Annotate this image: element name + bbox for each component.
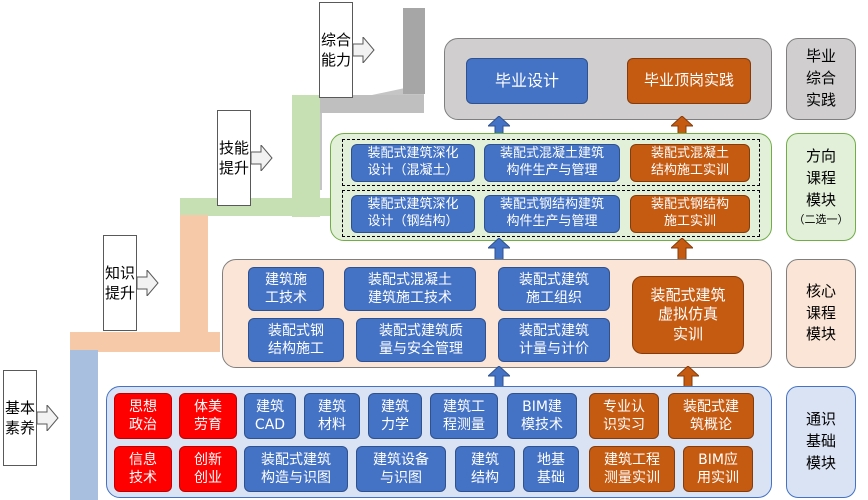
graduation-design-box: 毕业设计 [466,58,588,104]
direction-course-box: 装配式建筑深化 设计（混凝土） [351,144,475,182]
core-course-box: 装配式混凝土 建筑施工技术 [344,267,476,311]
general-course-box: 建筑 结构 [455,446,515,492]
core-course-box: 装配式建筑 施工组织 [498,267,610,311]
arrow-right-icon [137,270,159,296]
general-course-box: 思想 政治 [114,393,172,439]
stair-gray-top [403,8,425,94]
side-label-graduation: 毕业 综合 实践 [786,38,856,120]
arrow-up-icon [671,238,693,260]
label-basic: 基本 素养 [3,370,37,466]
side-label-direction-main: 方向 课程 模块 [805,147,836,209]
general-practice-box: 装配式建 筑概论 [668,393,754,439]
core-course-box: 装配式建筑质 量与安全管理 [356,318,486,362]
arrow-up-icon [488,238,510,260]
side-label-general: 通识 基础 模块 [786,386,856,498]
label-comprehensive: 综合 能力 [319,2,353,98]
graduation-internship-box: 毕业顶岗实践 [627,58,751,104]
direction-course-box: 装配式钢结构建筑 构件生产与管理 [484,195,620,233]
stair-green-top [292,95,320,217]
core-course-box: 装配式建筑 计量与计价 [498,318,610,362]
stair-gray-riser [292,95,424,113]
general-course-box: 信息 技术 [114,446,172,492]
side-label-direction-note: （二选一） [793,212,849,226]
general-practice-box: 专业认 识实习 [589,393,659,439]
side-label-core: 核心 课程 模块 [786,259,856,368]
arrow-right-icon [353,37,375,63]
general-practice-box: BIM应 用实训 [683,446,753,492]
arrow-up-icon [488,366,510,388]
direction-course-box: 装配式建筑深化 设计（钢结构） [351,195,475,233]
direction-course-box: 装配式混凝土建筑 构件生产与管理 [484,144,620,182]
general-course-box: 建筑 力学 [368,393,422,439]
direction-row2-frame [342,190,760,237]
core-practice-box: 装配式建筑 虚拟仿真 实训 [632,276,744,354]
stair-peach-top [180,215,208,352]
core-course-box: 建筑施 工技术 [248,267,324,311]
general-course-box: 建筑 CAD [244,393,296,439]
arrow-up-icon [671,116,693,138]
direction-practice-box: 装配式钢结构 施工实训 [630,195,750,233]
arrow-up-icon [488,116,510,138]
general-course-box: 创新 创业 [179,446,237,492]
direction-practice-box: 装配式混凝土 结构施工实训 [630,144,750,182]
general-course-box: 建筑 材料 [304,393,360,439]
core-course-box: 装配式钢 结构施工 [248,318,344,362]
general-course-box: 建筑工 程测量 [430,393,498,439]
arrow-right-icon [251,145,273,171]
general-course-box: BIM建 模技术 [507,393,577,439]
label-knowledge: 知识 提升 [103,235,137,331]
arrow-right-icon [37,405,59,431]
general-course-box: 建筑设备 与识图 [356,446,446,492]
general-course-box: 装配式建筑 构造与识图 [244,446,348,492]
stair-blue-top [70,350,98,500]
general-practice-box: 建筑工程 测量实训 [589,446,675,492]
general-course-box: 地基 基础 [523,446,579,492]
label-skill: 技能 提升 [217,110,251,206]
arrow-up-icon [677,366,699,388]
side-label-direction: 方向 课程 模块 （二选一） [786,133,856,241]
direction-row1-frame [342,139,760,186]
general-course-box: 体美 劳育 [179,393,237,439]
